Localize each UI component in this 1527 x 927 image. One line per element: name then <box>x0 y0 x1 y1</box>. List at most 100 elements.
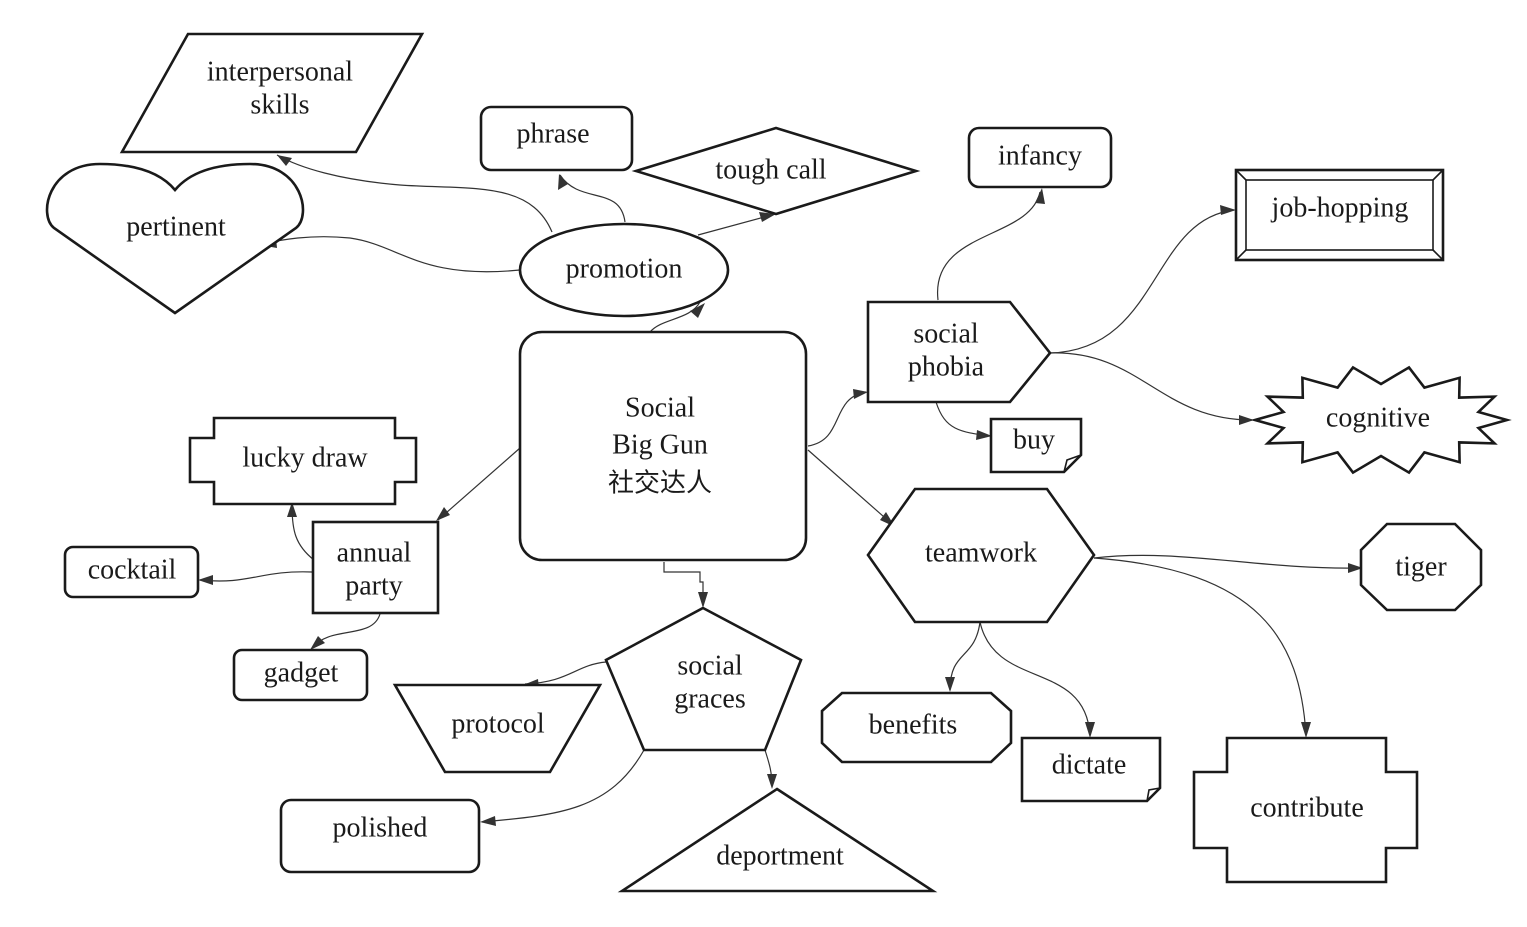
note-shape <box>1020 736 1162 803</box>
arrowhead <box>690 303 705 318</box>
node-protocol[interactable]: protocol <box>392 683 603 774</box>
trapezoid-shape <box>392 683 603 774</box>
node-center[interactable]: Social Big Gun 社交达人 <box>518 330 808 562</box>
rounded-rect-shape <box>63 545 200 599</box>
node-cocktail[interactable]: cocktail <box>63 545 200 599</box>
triangle-shape <box>617 787 938 893</box>
heart-shape <box>45 162 305 315</box>
edge-social-graces-polished <box>481 749 645 823</box>
center-title-line-1: Social <box>625 392 695 423</box>
node-label: cocktail <box>88 554 177 585</box>
arrowhead <box>480 816 496 826</box>
arrowhead <box>1301 722 1311 738</box>
node-label-line-2: phobia <box>908 351 985 382</box>
node-label: cognitive <box>1326 402 1430 433</box>
node-buy[interactable]: buy <box>989 417 1083 474</box>
arrowhead <box>1239 415 1254 425</box>
node-tiger[interactable]: tiger <box>1359 522 1483 612</box>
arrow-pentagon-shape <box>866 300 1052 404</box>
rounded-rect-shape <box>279 798 481 874</box>
node-teamwork[interactable]: teamwork <box>866 487 1096 624</box>
rect-shape <box>311 520 440 615</box>
center-box <box>518 330 808 562</box>
edge-annual-party-cocktail <box>199 571 313 582</box>
node-label: job-hopping <box>1271 192 1409 223</box>
node-social-phobia[interactable]: social phobia <box>866 300 1052 404</box>
center-title-line-3: 社交达人 <box>608 469 712 499</box>
node-label: lucky draw <box>242 442 368 473</box>
node-lucky-draw[interactable]: lucky draw <box>188 416 418 506</box>
edge-promotion-tough-call <box>697 214 773 236</box>
arrowhead <box>436 507 450 521</box>
arrowhead <box>1085 722 1095 738</box>
node-label: tough call <box>715 154 826 185</box>
note-fold <box>1146 787 1161 802</box>
node-label: tiger <box>1395 551 1447 582</box>
edge-teamwork-contribute <box>1093 557 1307 736</box>
node-polished[interactable]: polished <box>279 798 481 874</box>
node-annual-party[interactable]: annual party <box>311 520 440 615</box>
node-infancy[interactable]: infancy <box>967 126 1113 189</box>
arrowheads <box>198 155 1363 826</box>
node-label: phrase <box>516 118 589 149</box>
arrowhead <box>1220 205 1236 215</box>
arrowhead <box>853 389 868 399</box>
node-job-hopping[interactable]: job-hopping <box>1234 168 1445 262</box>
hexagon-shape <box>866 487 1096 624</box>
chamfered-rect-shape <box>820 691 1013 764</box>
arrowhead <box>277 155 292 166</box>
pentagon-shape <box>604 606 803 752</box>
edge-center-social-phobia <box>807 391 867 447</box>
edge-promotion-interpersonal-skills <box>276 154 553 233</box>
node-promotion[interactable]: promotion <box>518 222 730 318</box>
arrowhead <box>698 592 708 608</box>
rounded-rect-shape <box>232 648 369 702</box>
center-title-line-2: Big Gun <box>612 429 708 460</box>
node-label-line-1: social <box>677 650 743 681</box>
node-tough-call[interactable]: tough call <box>631 126 921 216</box>
node-phrase[interactable]: phrase <box>479 105 634 172</box>
arrowhead <box>198 575 213 585</box>
edge-center-promotion <box>649 301 701 333</box>
edge-center-social-graces <box>663 562 704 606</box>
node-gadget[interactable]: gadget <box>232 648 369 702</box>
rounded-rect-shape <box>967 126 1113 189</box>
note-shape <box>989 417 1083 474</box>
arrowhead <box>287 502 297 517</box>
frame-outer <box>1234 168 1445 262</box>
ellipse-shape <box>518 222 730 318</box>
node-dictate[interactable]: dictate <box>1020 736 1162 803</box>
node-label: dictate <box>1052 749 1127 780</box>
arrowhead <box>1035 188 1045 204</box>
node-pertinent[interactable]: pertinent <box>45 162 305 315</box>
edge-social-phobia-cognitive <box>1049 352 1253 421</box>
node-interpersonal-skills[interactable]: interpersonal skills <box>119 32 425 154</box>
notched-rect-shape <box>188 416 418 506</box>
node-contribute[interactable]: contribute <box>1192 736 1419 884</box>
node-label: teamwork <box>925 537 1037 568</box>
node-social-graces[interactable]: social graces <box>604 606 803 752</box>
edge-center-teamwork <box>807 449 893 525</box>
node-benefits[interactable]: benefits <box>820 691 1013 764</box>
node-label: promotion <box>566 253 683 284</box>
arrowhead <box>558 174 568 190</box>
node-deportment[interactable]: deportment <box>617 787 938 893</box>
node-label: infancy <box>998 140 1082 171</box>
arrowhead <box>1348 563 1363 573</box>
arrowhead <box>759 212 776 222</box>
node-label-line-1: annual <box>337 537 412 568</box>
node-label: gadget <box>264 657 339 688</box>
edge-center-annual-party <box>437 447 521 521</box>
rounded-rect-shape <box>479 105 634 172</box>
node-label: contribute <box>1250 792 1364 823</box>
node-label-line-2: party <box>345 570 403 601</box>
edge-promotion-phrase <box>559 174 626 223</box>
frame-corner <box>1432 169 1444 181</box>
node-cognitive[interactable]: cognitive <box>1250 365 1512 475</box>
node-label: polished <box>333 812 428 843</box>
arrowhead <box>945 677 955 692</box>
edge-promotion-pertinent <box>261 236 521 273</box>
node-label: deportment <box>716 840 844 871</box>
edge-teamwork-dictate <box>979 621 1091 736</box>
edge-teamwork-benefits <box>949 621 981 691</box>
